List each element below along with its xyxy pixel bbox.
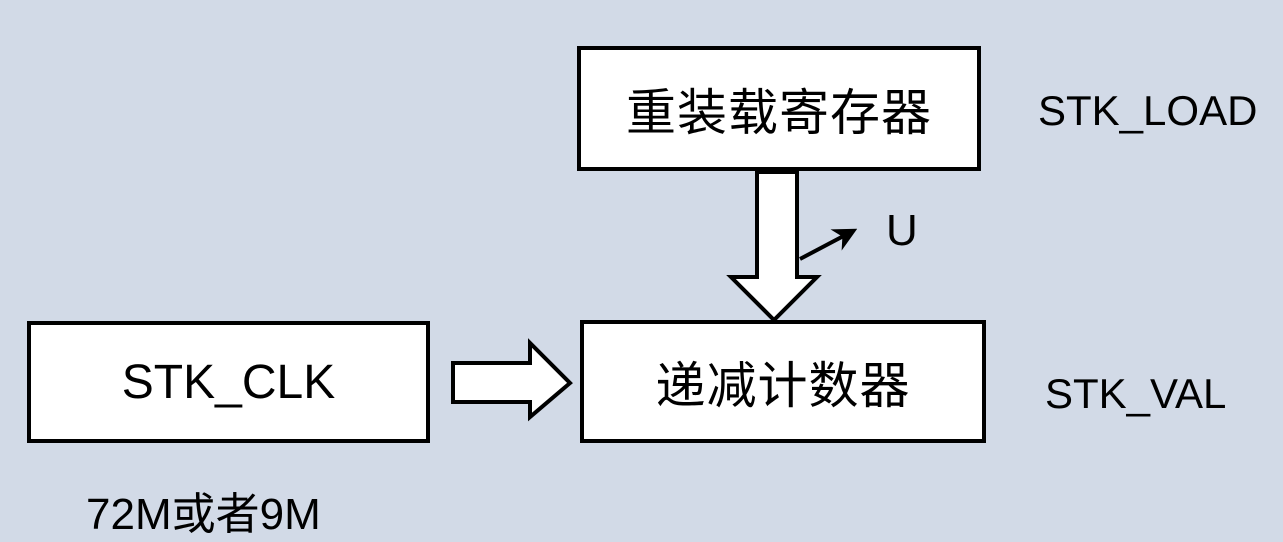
stk-val-register-name: STK_VAL [1045,370,1227,417]
clock-source-box: STK_CLK [27,321,430,443]
clock-source-label: STK_CLK [121,355,336,409]
down-counter-label: 递减计数器 [655,357,911,414]
clock-frequency-label: 72M或者9M [86,490,321,539]
down-counter-box: 递减计数器 [580,320,986,443]
clock-to-counter-arrow [451,338,573,422]
reload-register-label: 重装载寄存器 [626,84,932,141]
underflow-arrow [799,228,858,261]
underflow-label: U [886,206,918,255]
stk-load-register-name: STK_LOAD [1038,87,1258,134]
reload-register-box: 重装载寄存器 [577,46,981,171]
reload-to-counter-arrow [726,170,822,323]
